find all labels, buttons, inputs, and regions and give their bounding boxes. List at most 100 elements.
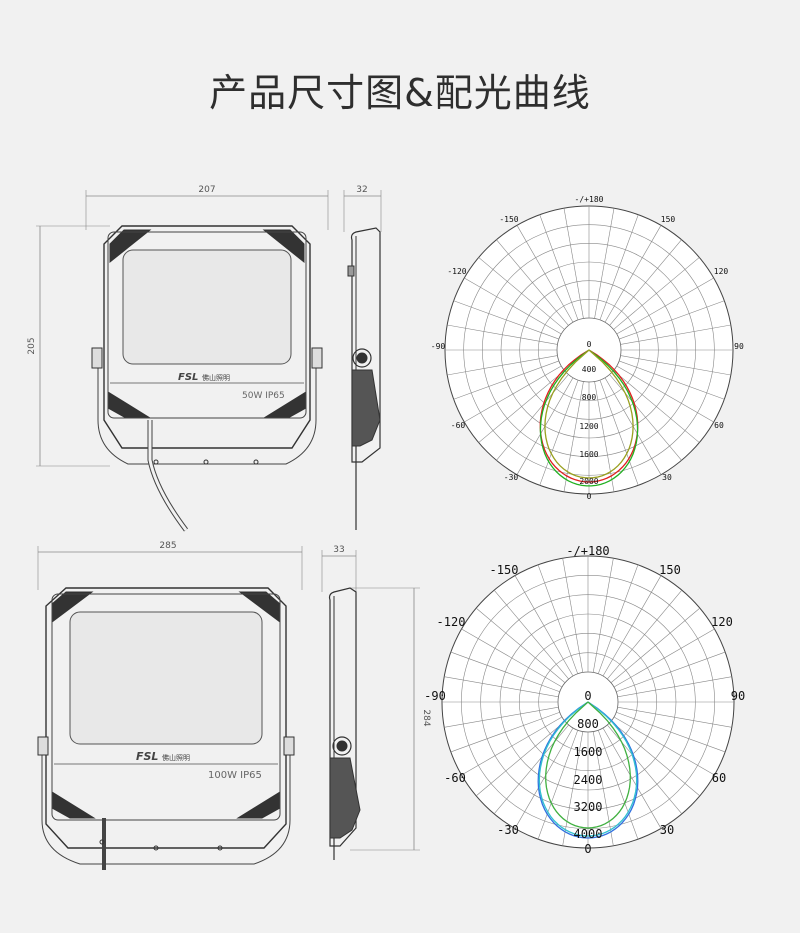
page-title: 产品尺寸图&配光曲线 — [209, 71, 591, 115]
polar-2-angle-p120: 120 — [711, 615, 733, 629]
product-2-brand-cn: 佛山照明 — [162, 753, 190, 762]
polar-spoke — [562, 558, 584, 673]
polar-2-angle-m60: -60 — [444, 771, 466, 785]
polar-spoke — [493, 589, 569, 680]
polar-spoke — [599, 379, 639, 486]
product-2-front-view — [37, 546, 303, 870]
polar-spoke — [602, 727, 662, 829]
product-1-height-label: 205 — [27, 337, 37, 354]
polar-2-radial-label: 2400 — [574, 773, 603, 787]
polar-spoke — [618, 300, 725, 340]
polar-2-angle-p60: 60 — [712, 771, 726, 785]
polar-1-angle-m30: -30 — [504, 473, 519, 482]
polar-spoke — [592, 558, 614, 673]
polar-spoke — [610, 607, 701, 683]
product-2-depth-label: 33 — [333, 545, 344, 555]
polar-spoke — [610, 721, 701, 797]
product-2-width-label: 285 — [159, 541, 176, 551]
light-distribution-curve — [537, 701, 639, 839]
polar-1-angle-p150: 150 — [661, 215, 676, 224]
polar-spoke — [563, 381, 584, 492]
polar-spoke — [613, 257, 700, 330]
polar-spoke — [539, 379, 579, 486]
polar-spoke — [514, 727, 574, 829]
polar-2-angle-m30: -30 — [497, 823, 519, 837]
polar-spoke — [450, 651, 560, 693]
product-1-depth-label: 32 — [356, 185, 367, 195]
polar-2-radial-labels: 0 800 1600 2400 3200 4000 — [574, 689, 603, 841]
polar-spoke — [464, 277, 562, 335]
polar-spoke — [592, 731, 614, 846]
polar-spoke — [613, 370, 700, 443]
polar-2-angle-p90: 90 — [731, 689, 745, 703]
polar-spoke — [447, 355, 558, 376]
product-2-side-view — [321, 550, 420, 860]
polar-spoke — [594, 381, 615, 492]
polar-spoke — [461, 716, 563, 776]
product-1-model-label: 50W IP65 — [242, 391, 285, 401]
polar-spoke — [613, 628, 715, 688]
polar-chart-2 — [441, 555, 735, 849]
product-1-side-view — [343, 190, 382, 530]
polar-2-angle-m90: -90 — [424, 689, 446, 703]
polar-spoke — [616, 711, 726, 753]
polar-spoke — [496, 374, 569, 461]
polar-spoke — [478, 257, 565, 330]
polar-spoke — [616, 651, 726, 693]
polar-1-radial-label: 2000 — [579, 477, 598, 486]
product-2-model-label: 100W IP65 — [208, 770, 262, 781]
polar-1-angle-p90: 90 — [734, 342, 744, 351]
product-2-brand-logo: FSL — [136, 750, 158, 763]
polar-spoke — [444, 706, 559, 728]
polar-chart-1 — [444, 205, 734, 495]
polar-spoke — [514, 575, 574, 677]
polar-spoke — [617, 676, 732, 698]
light-distribution-curve — [544, 349, 634, 479]
light-distribution-curve — [539, 349, 639, 483]
polar-spoke — [609, 239, 682, 326]
polar-2-angle-m120: -120 — [437, 615, 466, 629]
polar-1-angle-180: -/+180 — [575, 195, 604, 204]
polar-1-radial-label: 400 — [582, 365, 597, 374]
polar-spoke — [516, 225, 574, 323]
polar-spoke — [475, 721, 566, 797]
polar-1-angle-p120: 120 — [714, 267, 729, 276]
polar-spoke — [464, 365, 562, 423]
polar-1-radial-labels: 0 400 800 1200 1600 2000 — [579, 340, 598, 486]
polar-spoke — [609, 374, 682, 461]
product-1-brand-logo: FSL — [178, 372, 198, 383]
polar-spoke — [617, 706, 732, 728]
polar-spoke — [616, 277, 714, 335]
polar-spoke — [461, 628, 563, 688]
light-distribution-curve — [545, 701, 631, 829]
product-1-brand-cn: 佛山照明 — [202, 373, 230, 382]
polar-spoke — [597, 564, 639, 674]
product-1-width-label: 207 — [198, 185, 215, 195]
polar-spoke — [620, 355, 731, 376]
polar-spoke — [604, 225, 662, 323]
polar-2-angle-180: -/+180 — [566, 544, 609, 558]
polar-spoke — [453, 360, 560, 400]
polar-spoke — [616, 365, 714, 423]
polar-2-radial-label: 4000 — [574, 827, 603, 841]
polar-1-radial-label: 800 — [582, 393, 597, 402]
polar-1-angle-p30: 30 — [662, 473, 672, 482]
polar-spoke — [539, 214, 579, 321]
polar-spoke — [447, 324, 558, 345]
polar-spoke — [620, 324, 731, 345]
polar-2-radial-label: 0 — [584, 689, 591, 703]
polar-spoke — [537, 730, 579, 840]
polar-1-angle-m150: -150 — [499, 215, 518, 224]
polar-spoke — [597, 730, 639, 840]
polar-2-angle-p150: 150 — [659, 563, 681, 577]
polar-spoke — [496, 239, 569, 326]
polar-1-angle-m60: -60 — [451, 421, 466, 430]
polar-1-radial-label: 1200 — [579, 422, 598, 431]
polar-spoke — [450, 711, 560, 753]
polar-spoke — [602, 575, 662, 677]
polar-1-radial-label: 1600 — [579, 450, 598, 459]
polar-2-angle-m150: -150 — [490, 563, 519, 577]
polar-2-angle-0: 0 — [584, 842, 591, 856]
light-distribution-curve — [539, 349, 639, 487]
